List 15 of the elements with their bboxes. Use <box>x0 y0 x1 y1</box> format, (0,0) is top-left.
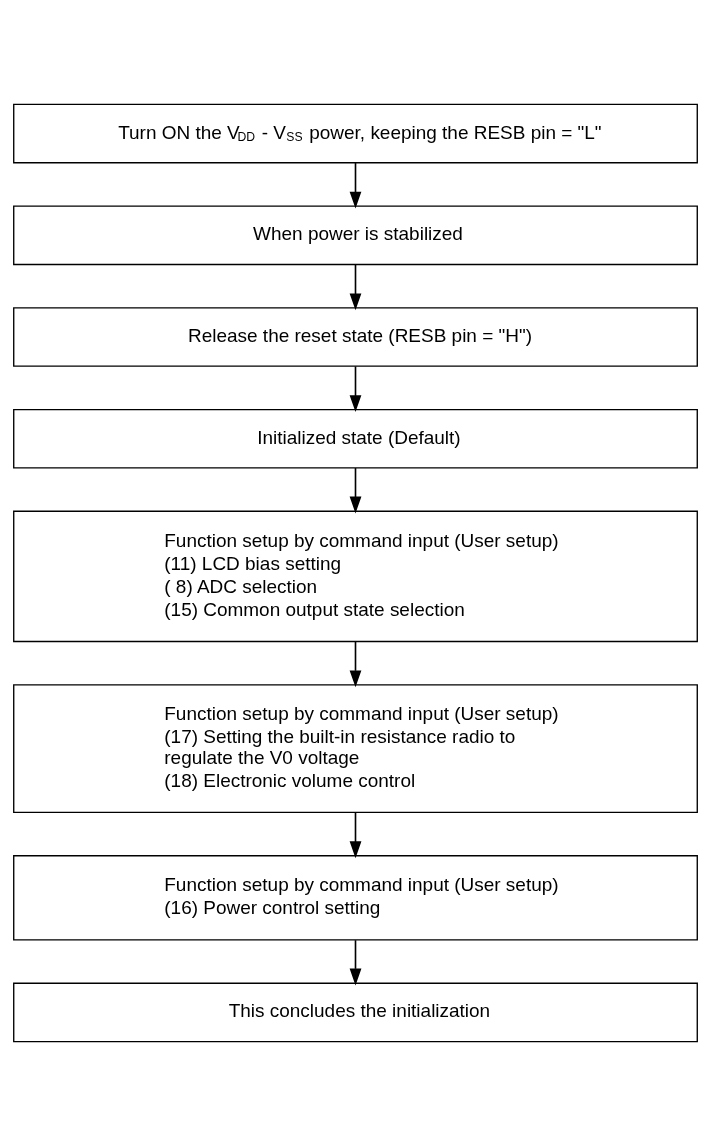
arrow <box>349 939 362 986</box>
node-box: Release the reset state (RESB pin = "H") <box>13 307 698 367</box>
node-box: This concludes the initialization <box>13 982 698 1043</box>
arrow <box>349 162 362 209</box>
arrow <box>349 467 362 514</box>
node-box: Function setup by command input (User setup) (11) LCD bias setting ( 8) ADC selection (15) Common output state selection <box>13 510 698 643</box>
node-box: Function setup by command input (User setup) (17) Setting the built-in resistance radio to regulate the V0 voltage (18) Electronic volume control <box>13 684 698 814</box>
arrow <box>349 263 362 311</box>
node-box: Function setup by command input (User setup) (16) Power control setting <box>13 855 698 941</box>
node-box: Initialized state (Default) <box>13 408 698 469</box>
node-box: When power is stabilized <box>13 205 698 266</box>
arrow <box>349 641 362 688</box>
arrow <box>349 365 362 412</box>
arrow <box>349 811 362 859</box>
node-box: Turn ON the VDD - VSS power, keeping the RESB pin = "L" <box>13 103 698 164</box>
